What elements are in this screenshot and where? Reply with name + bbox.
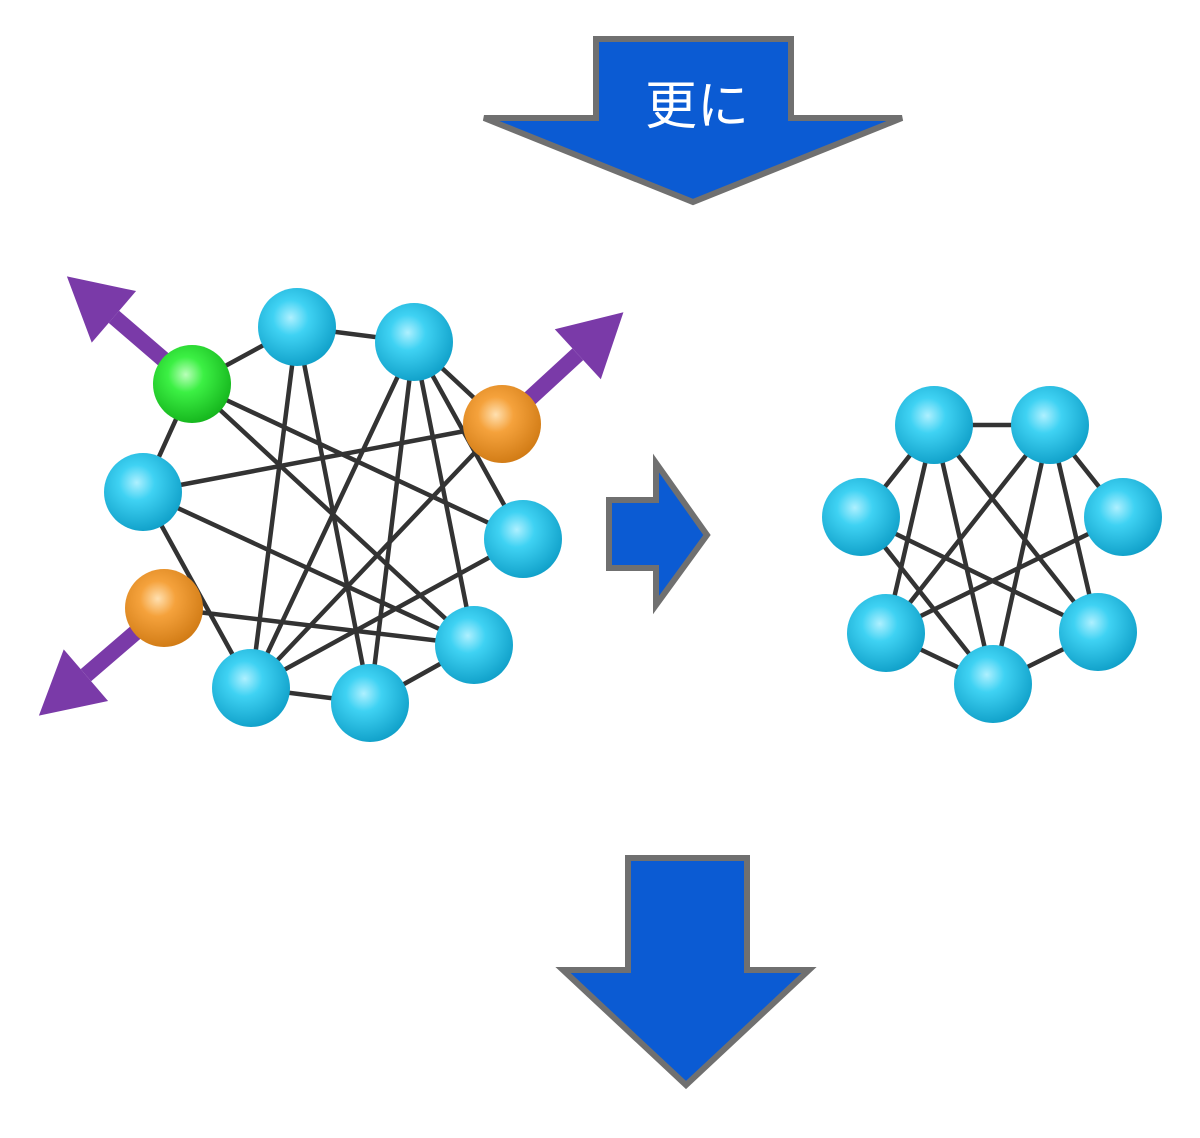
before-edge-c-f	[189, 381, 526, 542]
before-edge-d-e	[140, 421, 505, 495]
before-edge-e-j	[140, 489, 477, 648]
pull-arrows	[38, 276, 624, 716]
after-node-s-cyan	[1084, 478, 1162, 556]
before-edge-a-h	[248, 324, 300, 691]
after-edge-q-u	[990, 422, 1053, 687]
pull-arrow-head-d	[554, 312, 624, 380]
pull-arrow-head-g	[38, 649, 109, 716]
after-node-t-cyan	[847, 594, 925, 672]
after-edge-s-t	[883, 514, 1126, 636]
after-node-u-cyan	[954, 645, 1032, 723]
before-node-g-orange	[125, 569, 203, 647]
after-edge-q-t	[883, 422, 1053, 636]
before-node-d-orange	[463, 385, 541, 463]
network-after	[822, 386, 1162, 723]
top-arrow-label: 更に	[645, 77, 749, 137]
before-edge-b-i	[367, 339, 417, 706]
before-node-h-cyan	[212, 649, 290, 727]
bottom-down-arrow	[555, 855, 817, 1090]
after-edge-p-u	[931, 422, 996, 687]
after-node-p-cyan	[895, 386, 973, 464]
network-before	[38, 276, 624, 742]
before-edge-b-j	[411, 339, 477, 648]
after-node-v-cyan	[1059, 593, 1137, 671]
nodes-before	[104, 288, 562, 742]
top-down-arrow-shape	[482, 36, 904, 206]
before-node-b-cyan	[375, 303, 453, 381]
after-node-r-cyan	[822, 478, 900, 556]
after-edge-r-v	[858, 514, 1101, 635]
before-node-f-cyan	[484, 500, 562, 578]
before-edge-f-h	[248, 536, 526, 691]
before-node-i-cyan	[331, 664, 409, 742]
bottom-down-arrow-shape	[555, 855, 817, 1090]
before-node-a-cyan	[258, 288, 336, 366]
before-node-j-cyan	[435, 606, 513, 684]
after-node-q-cyan	[1011, 386, 1089, 464]
before-node-c-green	[153, 345, 231, 423]
top-down-arrow: 更に	[482, 36, 904, 206]
pull-arrow-head-c	[66, 276, 137, 343]
before-node-e-cyan	[104, 453, 182, 531]
before-edge-g-j	[161, 605, 477, 648]
middle-right-arrow-shape	[606, 453, 711, 615]
before-edge-c-j	[189, 381, 477, 648]
after-edge-p-v	[931, 422, 1101, 635]
middle-right-arrow	[606, 453, 711, 615]
before-edge-d-h	[248, 421, 505, 691]
nodes-after	[822, 386, 1162, 723]
